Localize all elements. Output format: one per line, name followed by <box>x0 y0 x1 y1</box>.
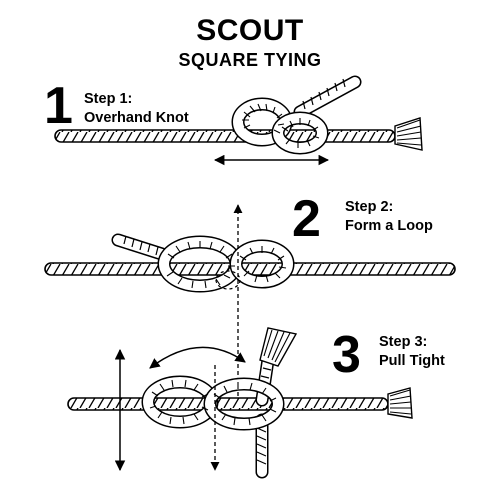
step-1-description: Overhand Knot <box>84 110 189 126</box>
step-3-label: Step 3: <box>379 334 428 350</box>
step-3-number: 3 <box>332 326 361 384</box>
page-subtitle: SQUARE TYING <box>178 50 322 70</box>
step-2-number: 2 <box>292 190 321 248</box>
rope-strand <box>67 397 389 411</box>
step-2-label: Step 2: <box>345 199 394 215</box>
page-title: SCOUT <box>196 14 304 47</box>
step-3-description: Pull Tight <box>379 353 445 369</box>
step-2-caption: Step 2: Form a Loop <box>345 198 433 236</box>
step-1-number: 1 <box>44 77 73 135</box>
step-3-curved-arrow <box>149 346 246 369</box>
step-3-caption: Step 3: Pull Tight <box>379 333 445 371</box>
rope-strand <box>54 129 396 143</box>
step-1-rope <box>54 75 423 166</box>
step-1-label: Step 1: <box>84 91 133 107</box>
step-2-rope <box>44 233 456 293</box>
step-3-rope <box>67 327 413 479</box>
step-1-caption: Step 1: Overhand Knot <box>84 90 189 128</box>
step-2-description: Form a Loop <box>345 218 433 234</box>
